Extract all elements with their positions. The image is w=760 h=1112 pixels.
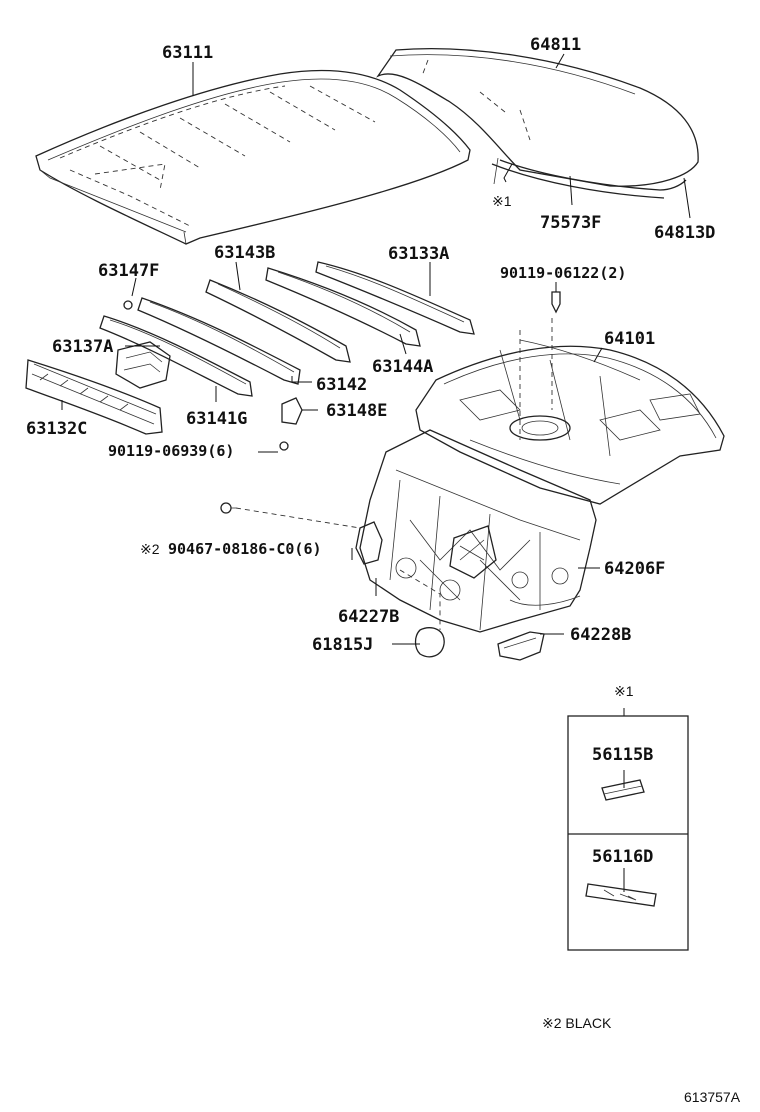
label-63147F: 63147F bbox=[98, 261, 159, 281]
label-63132C: 63132C bbox=[26, 419, 87, 439]
label-63142: 63142 bbox=[316, 375, 367, 395]
label-63111: 63111 bbox=[162, 43, 213, 63]
leader-lines bbox=[61, 53, 691, 892]
note-marker-1-inset: ※1 bbox=[614, 683, 634, 699]
label-63148E: 63148E bbox=[326, 401, 387, 421]
label-56116D: 56116D bbox=[592, 847, 653, 867]
label-64228B: 64228B bbox=[570, 625, 631, 645]
figure-id: 613757A bbox=[684, 1089, 741, 1105]
label-63143B: 63143B bbox=[214, 243, 275, 263]
label-90119-06122: 90119-06122(2) bbox=[500, 264, 626, 282]
label-56115B: 56115B bbox=[592, 745, 653, 765]
label-61815J: 61815J bbox=[312, 635, 373, 655]
label-64227B: 64227B bbox=[338, 607, 399, 627]
label-63141G: 63141G bbox=[186, 409, 247, 429]
label-64813D: 64813D bbox=[654, 223, 715, 243]
roof-bows bbox=[25, 261, 475, 451]
bolts bbox=[220, 291, 561, 514]
label-64811: 64811 bbox=[530, 35, 581, 55]
note-marker-2: ※2 bbox=[140, 541, 160, 557]
legend-black: ※2 BLACK bbox=[542, 1015, 612, 1031]
label-90467-08186: 90467-08186-C0(6) bbox=[168, 540, 322, 558]
label-64206F: 64206F bbox=[604, 559, 665, 579]
back-window-glass bbox=[376, 48, 699, 199]
label-63133A: 63133A bbox=[388, 244, 449, 264]
label-75573F: 75573F bbox=[540, 213, 601, 233]
label-63137A: 63137A bbox=[52, 337, 113, 357]
inset-box bbox=[567, 715, 689, 951]
roof-panel bbox=[35, 69, 471, 245]
label-64101: 64101 bbox=[604, 329, 655, 349]
label-90119-06939: 90119-06939(6) bbox=[108, 442, 234, 460]
label-63144A: 63144A bbox=[372, 357, 433, 377]
small-brackets bbox=[355, 521, 545, 661]
part-labels: 63111 64811 ※1 75573F 64813D 63147F 6314… bbox=[26, 35, 741, 1105]
note-marker-1: ※1 bbox=[492, 193, 512, 209]
seat-back-panel bbox=[359, 429, 597, 633]
package-tray-panel bbox=[415, 339, 725, 505]
